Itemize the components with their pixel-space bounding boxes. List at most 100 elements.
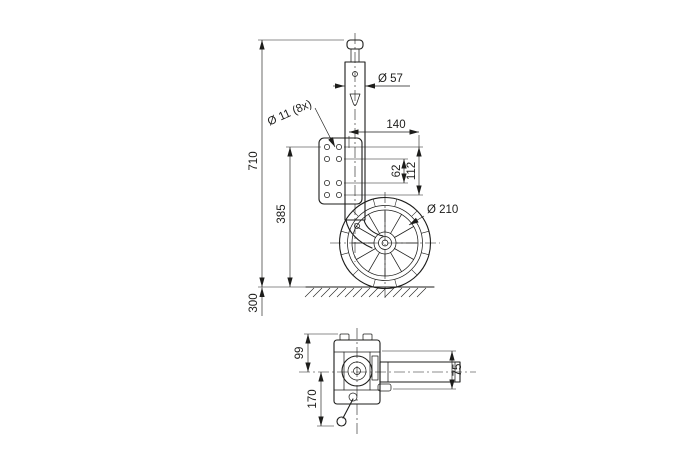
hatch [368, 287, 379, 298]
tread-tick [372, 198, 376, 207]
bolt-hole [324, 192, 330, 198]
clamp-screw [377, 383, 392, 392]
spoke [356, 248, 376, 260]
hatch [312, 287, 323, 298]
bolt-hole [336, 144, 342, 150]
tire-inner [347, 205, 423, 281]
dim-label-hole-pitch-outer: 112 [406, 162, 418, 180]
tread-tick [352, 210, 359, 217]
clamp-bolt-head [362, 333, 373, 341]
dimensions-plan-view: 99 170 75 [294, 333, 464, 427]
ground [304, 286, 435, 298]
wheel [338, 196, 432, 290]
dim-hole-pitch-outer: 112 [344, 146, 423, 196]
wheel-spokes [351, 209, 419, 277]
crank-pin [352, 71, 358, 77]
spoke [394, 226, 414, 238]
dim-label-clamp-height: 75 [452, 364, 464, 377]
brand-badge [349, 93, 361, 106]
dim-label-stroke-travel: 300 [248, 293, 260, 312]
dim-tube-diameter: Ø 57 [333, 73, 410, 89]
side-view [304, 39, 435, 298]
spoke [390, 214, 402, 234]
brand-label [371, 355, 379, 381]
dim-label-height-above-axis: 99 [294, 347, 306, 360]
hatch [320, 287, 331, 298]
hatch [408, 287, 419, 298]
hatch [392, 287, 403, 298]
dim-bolt-holes: Ø 11 (8x) [266, 98, 336, 148]
dim-height-above-axis: 99 [294, 333, 338, 373]
bolt-hole [324, 180, 330, 186]
tire-outer [338, 196, 432, 290]
dim-label-plate-to-ground: 385 [276, 204, 288, 223]
dim-total-height: 710 [248, 39, 344, 288]
tread-tick [394, 279, 398, 288]
hatch [384, 287, 395, 298]
lever-pivot [348, 392, 358, 402]
hatch [416, 287, 427, 298]
bolt-hole [336, 156, 342, 162]
hub-inner [378, 236, 392, 250]
dim-stroke-travel: 300 [248, 287, 265, 316]
dim-height-below-axis: 170 [307, 371, 334, 427]
leader-line [408, 215, 425, 226]
leader-line [314, 107, 336, 148]
axle [381, 239, 389, 247]
hatch [376, 287, 387, 298]
spoke [368, 214, 380, 234]
swivel-inner [347, 361, 367, 381]
spoke [390, 252, 402, 272]
mounting-plate [318, 137, 363, 205]
fork-inner-edge [363, 219, 384, 237]
tire-tread-ticks [340, 198, 430, 288]
dim-label-height-below-axis: 170 [307, 389, 319, 408]
tread-tick [421, 252, 430, 256]
tube-horizontal [379, 361, 461, 383]
clamp-body [333, 333, 392, 427]
clamp-lever-arm [342, 398, 354, 419]
hatch [304, 287, 315, 298]
tread-tick [421, 230, 430, 234]
dim-plate-to-ground: 385 [276, 146, 321, 288]
hatch [360, 287, 371, 298]
spoke [356, 226, 376, 238]
dim-clamp-height: 75 [382, 350, 464, 390]
clamp-bolt-head [339, 333, 350, 341]
tread-tick [340, 230, 349, 234]
dim-label-bracket-width: 140 [386, 119, 405, 131]
plan-view [333, 333, 461, 427]
dim-label-total-height: 710 [248, 151, 260, 170]
fork-bolt [354, 223, 360, 229]
tread-tick [394, 198, 398, 207]
tread-tick [372, 279, 376, 288]
tread-tick [340, 252, 349, 256]
tread-tick [411, 210, 418, 217]
hatch [328, 287, 339, 298]
tread-tick [352, 269, 359, 276]
hatch [344, 287, 355, 298]
plan-tube [379, 361, 461, 383]
dim-bracket-width: 140 [348, 119, 420, 148]
tread-tick [411, 269, 418, 276]
dim-label-tube-diameter: Ø 57 [378, 73, 403, 85]
bolt-hole [324, 144, 330, 150]
spoke [368, 252, 380, 272]
ground-hatching [304, 287, 427, 298]
hatch [400, 287, 411, 298]
centerlines [299, 33, 476, 434]
swivel-pin [353, 367, 361, 375]
dim-hole-pitch-inner: 62 [344, 158, 408, 184]
fork-outer-edge [345, 219, 373, 249]
spoke [394, 248, 414, 260]
dim-label-wheel-diameter: Ø 210 [427, 204, 458, 216]
bolt-hole [336, 180, 342, 186]
dim-label-bolt-holes: Ø 11 (8x) [266, 98, 314, 128]
dim-wheel-diameter: Ø 210 [408, 204, 458, 226]
lever-grip [336, 416, 347, 427]
hatch [352, 287, 363, 298]
wheel-fork [345, 219, 384, 249]
plate-body [318, 137, 363, 205]
hatch [336, 287, 347, 298]
